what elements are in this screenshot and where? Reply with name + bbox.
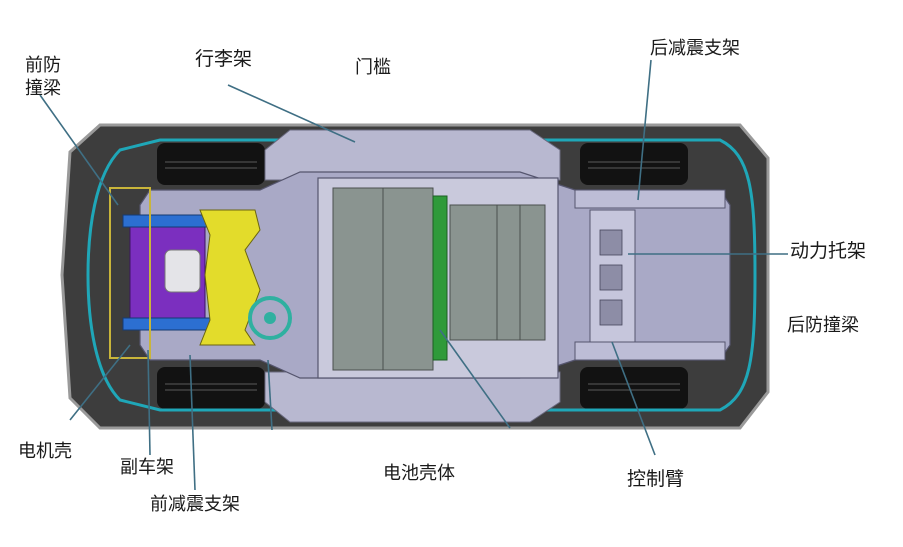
- front-right-tire: [157, 367, 265, 409]
- front-bumper-label-line2: 撞梁: [25, 78, 61, 99]
- front-lower-arm: [122, 317, 214, 331]
- rear-left-tire: [580, 143, 688, 185]
- power-bracket-label: 动力托架: [790, 240, 867, 262]
- subframe-label: 副车架: [120, 457, 174, 478]
- rear-upper-beam: [574, 189, 726, 209]
- left-door-sill: [264, 129, 561, 181]
- motor-housing-label: 电机壳: [18, 441, 72, 462]
- rear-shock-bracket-label: 后减震支架: [650, 38, 740, 59]
- rear-right-tire: [580, 367, 688, 409]
- front-bumper-beam-part: [109, 187, 151, 359]
- door-sill-label: 门槛: [355, 57, 391, 78]
- cooling-plate: [432, 195, 448, 361]
- luggage-rack-label: 行李架: [195, 48, 253, 70]
- body-frame-outline: [86, 138, 757, 412]
- leader-lines: [39, 59, 788, 491]
- right-door-sill: [264, 371, 561, 423]
- subframe-part: [199, 209, 261, 346]
- front-bumper-label-line1: 前防: [25, 55, 61, 76]
- motor-housing-part: [164, 249, 201, 293]
- battery-housing-label: 电池壳体: [383, 463, 455, 484]
- control-arm-label: 控制臂: [627, 468, 685, 490]
- front-shock-bracket-label: 前减震支架: [150, 494, 240, 515]
- front-upper-arm: [122, 214, 214, 228]
- rear-bumper-label: 后防撞梁: [787, 315, 859, 336]
- rear-lower-beam: [574, 341, 726, 361]
- steering-wheel: [248, 296, 292, 340]
- front-left-tire: [157, 143, 265, 185]
